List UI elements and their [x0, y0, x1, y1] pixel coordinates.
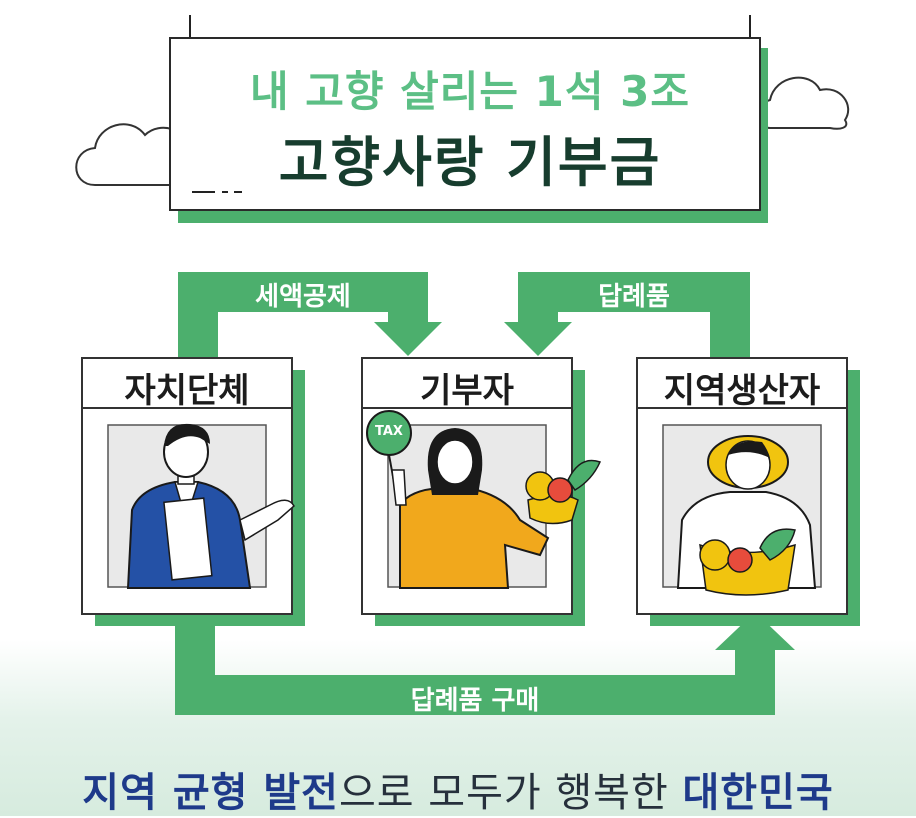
card-title-government: 자치단체 — [124, 371, 250, 411]
card-title-donor: 기부자 — [420, 371, 514, 411]
title-subheading: 내 고향 살리는 1석 3조 — [249, 67, 691, 116]
card-title-producer: 지역생산자 — [663, 371, 821, 411]
tax-badge-label: TAX — [375, 424, 403, 439]
title-board — [169, 37, 761, 211]
tax-credit-arrow — [178, 272, 442, 370]
tax-credit-label: 세액공제 — [255, 282, 351, 312]
page-title: 고향사랑 기부금 — [278, 131, 662, 194]
producer-person-icon — [676, 435, 817, 596]
return-gift-arrow — [504, 272, 750, 370]
slogan-middle: 으로 모두가 행복한 — [338, 770, 683, 816]
slogan: 지역 균형 발전으로 모두가 행복한 대한민국 — [0, 760, 916, 818]
donor-person-icon — [391, 428, 602, 589]
return-gift-label: 답례품 — [598, 282, 670, 312]
gift-purchase-label: 답례품 구매 — [410, 686, 540, 716]
slogan-emphasis: 지역 균형 발전 — [82, 770, 339, 816]
gift-purchase-arrow — [175, 612, 795, 715]
slogan-country: 대한민국 — [682, 770, 834, 816]
cloud-right-icon — [756, 76, 850, 130]
official-person-icon — [126, 423, 295, 589]
